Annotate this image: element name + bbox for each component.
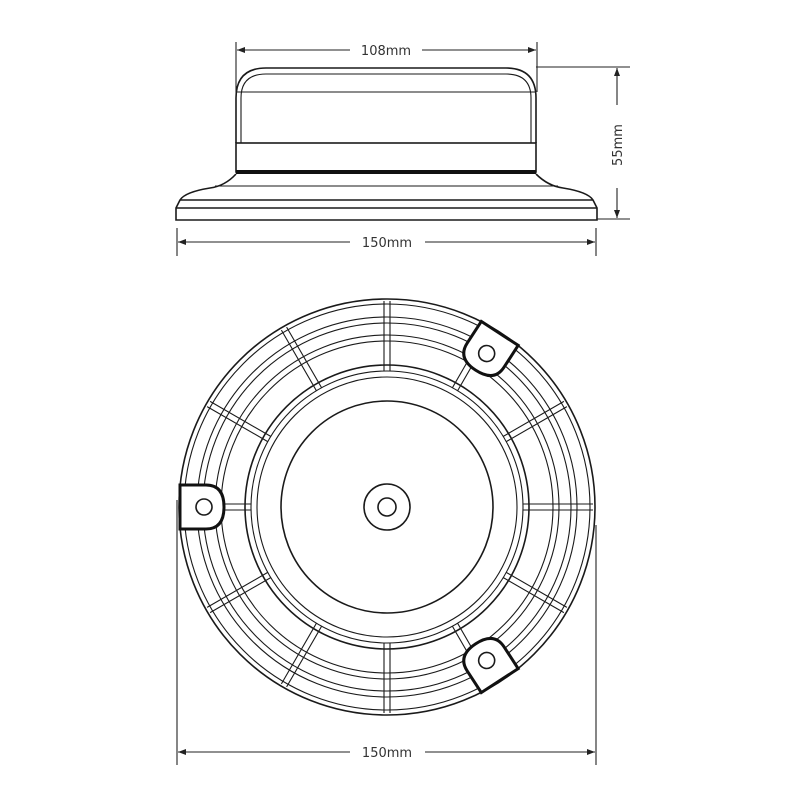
dimension-150-side: 150mm [176,228,597,256]
lens-inner-outline [240,73,532,143]
rib-spoke [506,571,568,608]
side-view [175,67,598,221]
lug-body [462,636,521,695]
dimension-label-150mm-top: 150mm [362,746,412,761]
rib-spoke [206,406,268,443]
ring-circle [202,322,572,692]
dimension-label-108mm: 108mm [361,44,411,59]
rib-spoke [280,329,317,391]
lug-hole-icon [477,344,496,363]
dimension-108: 108mm [235,42,538,92]
rib-spoke [206,571,268,608]
rib-spoke [286,326,323,388]
top-view [178,298,596,716]
dimension-55: 55mm [536,66,630,220]
lug-body [462,319,521,378]
dimension-label-55mm: 55mm [611,124,626,166]
dimension-150-top: 150mm [176,500,597,765]
ring-circle [244,364,530,650]
ring-circle [256,376,518,638]
collar-dark-line [236,170,536,174]
lug-hole-icon [195,498,213,516]
mounting-lug [462,319,521,378]
ring-circle [196,316,578,698]
lens-dome [235,67,537,143]
mounting-lug [178,483,226,531]
rib-spoke [280,623,317,685]
rib-spoke [286,626,323,688]
lug-hole-icon [477,651,496,670]
base-flare [175,173,598,221]
rib-spoke [503,400,565,437]
ring-circle [220,340,554,674]
ring-circle [178,298,596,716]
collar-band [235,142,537,173]
center-boss [363,483,411,531]
ring-circle [250,370,524,644]
rib-spoke [209,577,271,614]
center-hole [377,497,397,517]
lug-body [178,483,226,531]
mounting-lug [462,636,521,695]
rib-spoke [503,577,565,614]
rib-spoke [506,406,568,443]
ring-circle [214,334,560,680]
dimension-label-150mm-side: 150mm [362,236,412,251]
ring-circle [280,400,494,614]
rib-spoke [209,400,271,437]
